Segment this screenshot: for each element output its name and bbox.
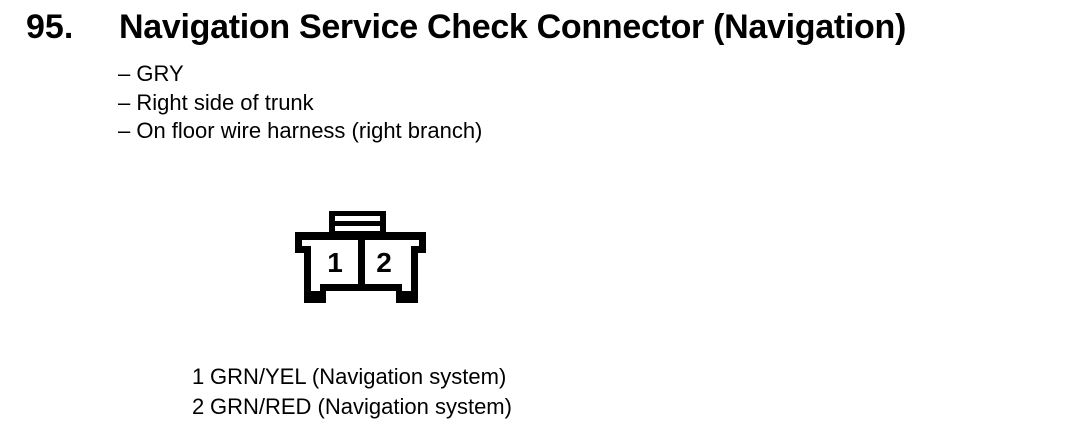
pin-description: GRN/YEL (Navigation system) (210, 364, 507, 389)
detail-item-location: – Right side of trunk (118, 89, 314, 115)
pin-legend: 1 GRN/YEL (Navigation system) 2 GRN/RED … (192, 362, 512, 421)
pin-number: 2 (192, 393, 205, 419)
pin-description: GRN/RED (Navigation system) (210, 393, 512, 419)
pin-row-1: 1 GRN/YEL (Navigation system) (192, 362, 512, 392)
pin-row-2: 2 GRN/RED (Navigation system) (192, 392, 512, 422)
connector-housing (295, 232, 426, 303)
cavity-label-2: 2 (376, 247, 392, 278)
connector-diagram: 1 2 (295, 211, 426, 303)
cavity-label-1: 1 (327, 247, 343, 278)
page-title: Navigation Service Check Connector (Navi… (119, 8, 906, 46)
connector-details-list: – GRY – Right side of trunk – On floor w… (118, 60, 482, 146)
detail-item-harness: – On floor wire harness (right branch) (118, 118, 483, 143)
detail-item-color: – GRY (118, 61, 184, 86)
pin-number: 1 (192, 364, 205, 389)
section-number: 95. (26, 8, 74, 46)
